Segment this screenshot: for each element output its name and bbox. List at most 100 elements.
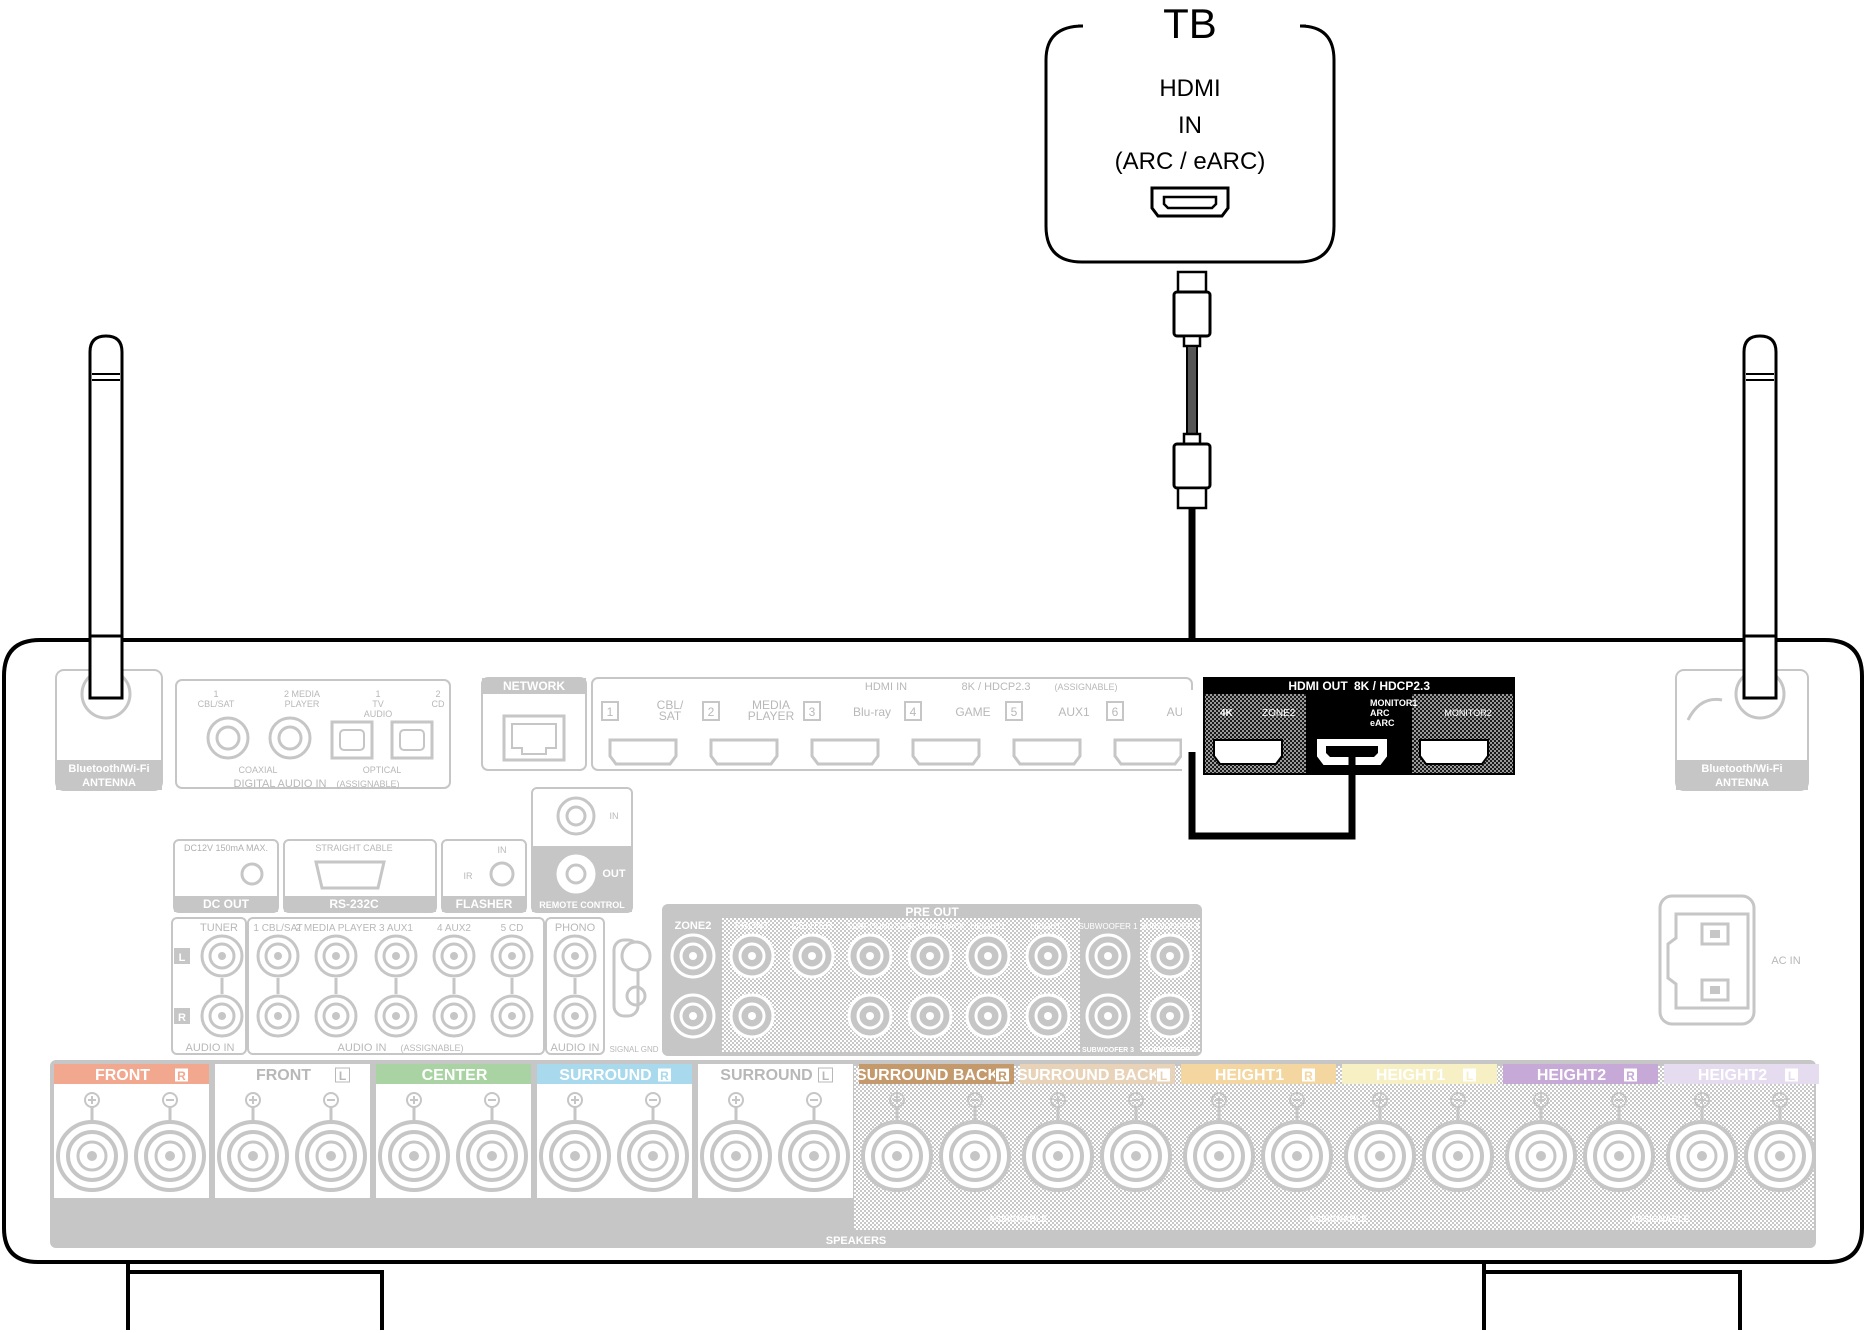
speaker-group-side: R: [177, 1069, 186, 1083]
speakers-assignable-3: ASSIGNABLE: [1630, 1214, 1689, 1224]
speaker-group-front-r: FRONT R: [54, 1064, 209, 1198]
pre-out-jack[interactable]: [791, 935, 833, 977]
audio-in-input-label: 3 AUX1: [379, 923, 413, 934]
pre-out-jack[interactable]: [672, 995, 714, 1037]
foot-right: [1484, 1262, 1740, 1330]
hdmi-out-monitor2-label: MONITOR2: [1444, 708, 1491, 718]
pre-out-channel-label: FRONT: [735, 921, 769, 932]
pre-out-jack[interactable]: [1149, 935, 1191, 977]
pre-out-jack[interactable]: [731, 935, 773, 977]
tv-line-1: HDMI: [1159, 75, 1220, 102]
hdmi-in-port-num: 4: [910, 705, 917, 719]
digital-audio-in-label: DIGITAL AUDIO IN: [234, 778, 327, 790]
pre-out-jack[interactable]: [849, 995, 891, 1037]
pre-out-jack[interactable]: [1027, 935, 1069, 977]
remote-out-jack[interactable]: [558, 856, 594, 892]
pre-out-jack[interactable]: [1087, 995, 1129, 1037]
speaker-group-surround-l: SURROUNDL: [698, 1064, 853, 1198]
hdmi-in-header: HDMI IN: [865, 681, 907, 693]
audio-in-main-label: AUDIO IN: [338, 1042, 387, 1054]
pre-out-jack[interactable]: [731, 995, 773, 1037]
pre-out-channel-label: HEIGHT1: [971, 922, 1006, 931]
rs232c-label: RS-232C: [329, 897, 379, 911]
hdmi-out-monitor1-label: MONITOR1: [1370, 698, 1417, 708]
antenna-left-label-2: ANTENNA: [82, 777, 136, 789]
pre-out-jack[interactable]: [1087, 935, 1129, 977]
hdmi-out-zone2-port[interactable]: [1214, 740, 1282, 764]
remote-control-label: REMOTE CONTROL: [539, 900, 625, 910]
pre-out-panel: PRE OUT ZONE2 FRONT CENTER SURROUNDSURROUN…: [662, 904, 1202, 1056]
speaker-group-name: SURROUND: [559, 1067, 651, 1084]
optical-2-label: CD: [432, 699, 445, 709]
hdmi-out-arc-label: ARC: [1370, 708, 1390, 718]
audio-in-left-label: AUDIO IN: [186, 1042, 235, 1054]
hdmi-out-zone2-label: ZONE2: [1262, 708, 1296, 719]
hdmi-out-monitor2-port[interactable]: [1420, 740, 1488, 764]
optical-1-audio: AUDIO: [364, 709, 393, 719]
speaker-group-side: L: [1160, 1069, 1167, 1083]
speaker-group-side: L: [1788, 1069, 1795, 1083]
hdmi-in-port-num: 3: [809, 705, 816, 719]
flasher-in-label: IN: [498, 845, 507, 855]
pre-out-channel-label: SURROUND BACK: [895, 922, 966, 931]
hdmi-in-port-label-2: SAT: [659, 709, 682, 723]
tv-hdmi-port-icon: [1152, 188, 1228, 216]
speaker-group-name: HEIGHT1: [1376, 1067, 1445, 1084]
hdmi-in-port-num: 5: [1011, 705, 1018, 719]
audio-in-r-label: R: [178, 1012, 186, 1024]
speaker-group-name: FRONT: [256, 1067, 311, 1084]
antenna-right: [1744, 336, 1776, 642]
pre-out-channel-label: SUBWOOFER 1: [1078, 922, 1138, 931]
flasher-label: FLASHER: [456, 897, 513, 911]
speakers-assignable-2: ASSIGNABLE: [1308, 1214, 1367, 1224]
speaker-group-side: L: [1466, 1069, 1473, 1083]
coax-2-num: 2 MEDIA: [284, 689, 320, 699]
audio-in-l-label: L: [179, 952, 186, 964]
audio-in-assignable-label: (ASSIGNABLE): [400, 1043, 463, 1053]
pre-out-jack[interactable]: [1027, 995, 1069, 1037]
hdmi-in-port-label: Blu-ray: [853, 705, 891, 719]
pre-out-channel-label: CENTER: [791, 921, 832, 932]
dc-out-label: DC OUT: [203, 897, 250, 911]
speaker-group-side: R: [660, 1069, 669, 1083]
pre-out-zone2-label: ZONE2: [675, 920, 712, 932]
pre-out-sub3-label: SUBWOOFER 3: [1082, 1047, 1134, 1054]
hdmi-in-port-label: AU: [1167, 705, 1184, 719]
pre-out-jack[interactable]: [672, 935, 714, 977]
pre-out-jack[interactable]: [909, 935, 951, 977]
foot-left: [128, 1262, 382, 1330]
pre-out-jack[interactable]: [849, 935, 891, 977]
audio-in-input-label: 4 AUX2: [437, 923, 471, 934]
pre-out-jack[interactable]: [1149, 995, 1191, 1037]
tv-line-3: (ARC / eARC): [1115, 148, 1266, 175]
signal-gnd-label: SIGNAL GND: [609, 1045, 658, 1054]
speaker-group-name: FRONT: [95, 1067, 150, 1084]
coaxial-label: COAXIAL: [238, 765, 277, 775]
tv-device: TB HDMI IN (ARC / eARC): [1046, 0, 1334, 262]
optical-label: OPTICAL: [363, 765, 402, 775]
hdmi-in-port-label: GAME: [955, 705, 990, 719]
pre-out-jack[interactable]: [967, 935, 1009, 977]
remote-in-label: IN: [610, 811, 619, 821]
speaker-group-center: CENTER: [376, 1064, 531, 1198]
speakers-panel: FRONTRFRONTLCENTERSURROUNDRSURROUNDLSURR…: [50, 1060, 1819, 1248]
hdmi-plug-top-body: [1174, 292, 1210, 336]
optical-2-num: 2: [435, 689, 440, 699]
hdmi-in-port-num: 6: [1112, 705, 1119, 719]
pre-out-channel-label: SURROUND: [847, 922, 893, 931]
pre-out-jack[interactable]: [967, 995, 1009, 1037]
antenna-left: [90, 336, 122, 642]
speaker-group-name: HEIGHT2: [1537, 1067, 1606, 1084]
pre-out-sub4-label: SUBWOOFER 4: [1144, 1047, 1196, 1054]
hdmi-plug-bottom-tip: [1178, 488, 1206, 508]
pre-out-header: PRE OUT: [905, 905, 959, 919]
speaker-group-name: SURROUND BACK: [1017, 1067, 1161, 1084]
optical-1-tv: TV: [372, 699, 384, 709]
pre-out-jack[interactable]: [909, 995, 951, 1037]
speakers-assignable-1: ASSIGNABLE: [988, 1214, 1047, 1224]
ac-in-label: AC IN: [1771, 955, 1800, 967]
hdmi-in-spec: 8K / HDCP2.3: [961, 681, 1030, 693]
tv-title: TB: [1163, 0, 1217, 47]
antenna-left-label-1: Bluetooth/Wi-Fi: [68, 763, 149, 775]
